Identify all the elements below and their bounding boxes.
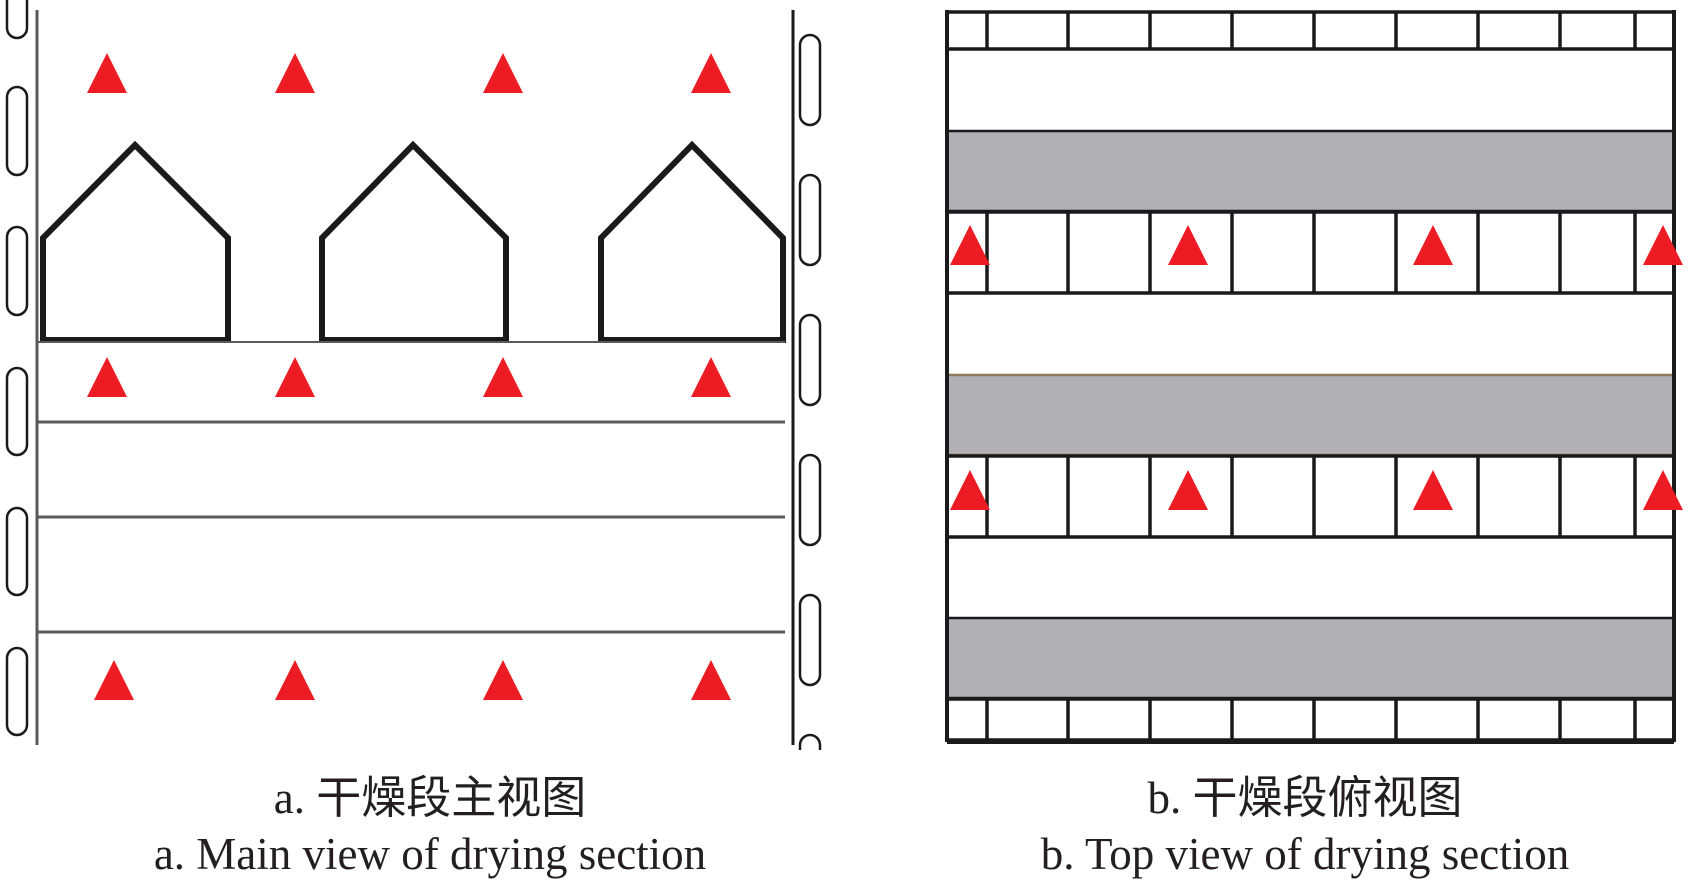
- sensor-triangle-icon: [1643, 225, 1683, 265]
- caption-main-view-zh: a. 干燥段主视图: [273, 773, 587, 823]
- rail-slot: [798, 593, 822, 687]
- sensor-markers: [950, 225, 1683, 510]
- rail-slot: [798, 453, 822, 547]
- sensor-triangle-icon: [1168, 470, 1208, 510]
- sensor-triangle-icon: [94, 660, 134, 700]
- tray-outline: [319, 140, 509, 343]
- top-view-diagram: [930, 0, 1693, 750]
- caption-top-view-zh: b. 干燥段俯视图: [1147, 773, 1463, 823]
- main-view-diagram: [0, 0, 840, 750]
- caption-top-view-en: b. Top view of drying section: [1040, 829, 1570, 879]
- grey-belt: [945, 373, 1676, 457]
- rail-slot: [5, 506, 29, 597]
- sensor-triangle-icon: [483, 357, 523, 397]
- grey-belt: [945, 616, 1676, 700]
- rail-slot: [798, 33, 822, 127]
- sensor-triangle-icon: [483, 53, 523, 93]
- rail-slot: [798, 733, 822, 750]
- sensor-triangle-icon: [275, 357, 315, 397]
- belts: [945, 129, 1676, 700]
- caption-main-view: a. 干燥段主视图 a. Main view of drying section: [10, 770, 850, 882]
- rail-slot: [5, 646, 29, 737]
- main-view-svg: [5, 0, 822, 750]
- frame: [945, 10, 1676, 744]
- sensor-triangle-icon: [87, 53, 127, 93]
- tray-outline: [598, 140, 786, 343]
- rail-slot: [798, 313, 822, 407]
- side-rails: [5, 0, 822, 750]
- caption-main-view-en: a. Main view of drying section: [153, 829, 707, 879]
- sensor-triangle-icon: [1168, 225, 1208, 265]
- sensor-markers: [87, 53, 731, 700]
- rail-slot: [798, 173, 822, 267]
- sensor-triangle-icon: [1643, 470, 1683, 510]
- sensor-triangle-icon: [1413, 225, 1453, 265]
- sensor-triangle-icon: [275, 660, 315, 700]
- rail-slot: [5, 85, 29, 177]
- sensor-triangle-icon: [1413, 470, 1453, 510]
- sensor-triangle-icon: [275, 53, 315, 93]
- shelf-lines: [37, 420, 785, 634]
- sensor-triangle-icon: [87, 357, 127, 397]
- sensor-triangle-icon: [950, 470, 990, 510]
- sensor-triangle-icon: [483, 660, 523, 700]
- top-view-svg: [945, 10, 1683, 744]
- sensor-triangle-icon: [691, 357, 731, 397]
- sensor-triangle-icon: [691, 660, 731, 700]
- trays: [37, 140, 786, 343]
- grey-belt: [945, 129, 1676, 213]
- rail-slot: [5, 225, 29, 317]
- tray-outline: [40, 140, 231, 343]
- sensor-triangle-icon: [691, 53, 731, 93]
- sensor-triangle-icon: [950, 225, 990, 265]
- rail-slot: [5, 366, 29, 457]
- rail-slot: [5, 0, 29, 40]
- caption-top-view: b. 干燥段俯视图 b. Top view of drying section: [885, 770, 1693, 882]
